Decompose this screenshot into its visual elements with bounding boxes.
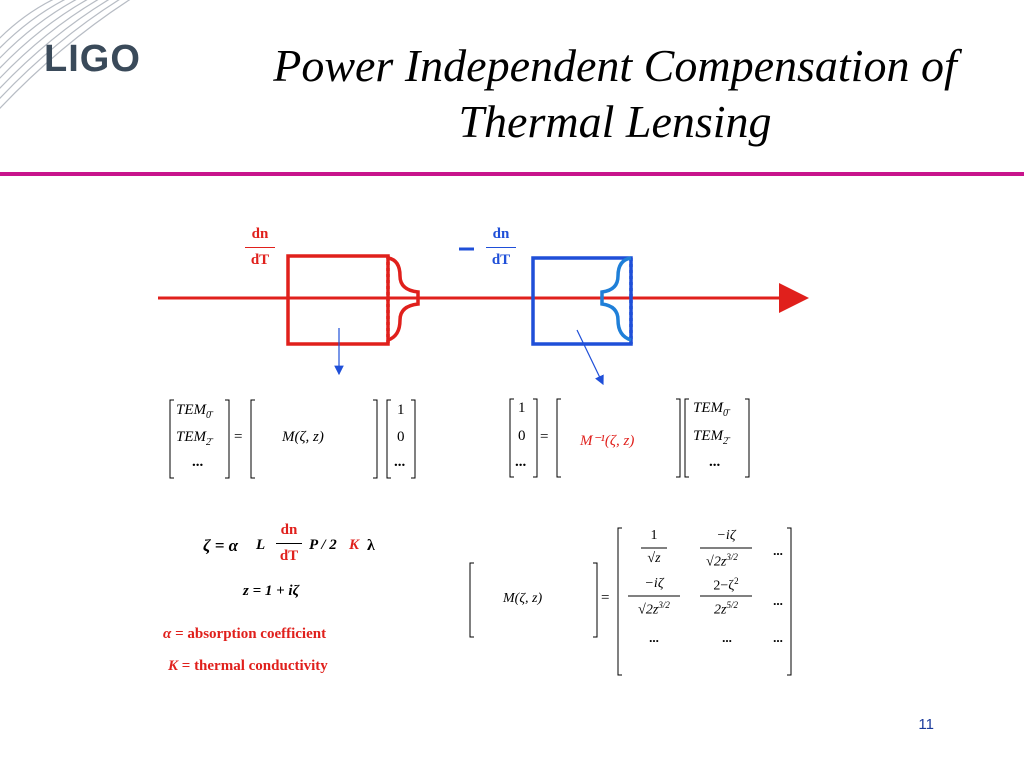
blue-compensation-lens xyxy=(600,256,632,342)
zeta-lambda: λ xyxy=(367,537,375,554)
rhs-ellipsis: ... xyxy=(709,454,721,470)
slide-number: 11 xyxy=(918,716,934,733)
inverse-matrix-label: M⁻¹(ζ, z) xyxy=(580,433,635,449)
blue-dn-dt-fraction: dn dT xyxy=(486,226,516,269)
z-definition: z = 1 + iζ xyxy=(243,583,300,599)
cell-r2c3: ... xyxy=(773,593,783,608)
slide-title: Power Independent Compensation of Therma… xyxy=(215,38,1015,150)
cell-r1c3: ... xyxy=(773,543,783,558)
zeta-dn-dt: dn dT xyxy=(276,522,302,565)
rhs-tem-0: TEM0̄ xyxy=(693,400,728,419)
cell-r3c1: ... xyxy=(649,630,659,645)
rhs-vector-1: 1 xyxy=(397,402,405,418)
cell-r1c1-num: 1 xyxy=(650,528,658,543)
rhs-tem-2: TEM2̄ xyxy=(693,428,728,447)
k-legend: K = thermal conductivity xyxy=(168,658,328,674)
alpha-legend: α = absorption coefficient xyxy=(163,626,327,642)
m-matrix-label: M(ζ, z) xyxy=(503,591,543,606)
lhs-vector-ellipsis: ... xyxy=(515,454,527,470)
blue-fraction-denominator: dT xyxy=(491,252,511,268)
cell-r1c2-den: √2z3/2 xyxy=(706,552,738,570)
rhs-vector-ellipsis: ... xyxy=(394,454,406,470)
zeta-K: K xyxy=(349,537,360,553)
cell-r1c2-num: −iζ xyxy=(716,528,736,543)
lhs-tem-0: TEM0̄ xyxy=(176,402,211,421)
cell-r1c1-den: √z xyxy=(647,551,661,566)
red-optic xyxy=(286,254,390,346)
cell-r2c2-num: 2−ζ2 xyxy=(713,576,739,594)
right-pointer-arrow xyxy=(576,329,604,386)
cell-r2c2-den: 2z5/2 xyxy=(714,600,738,618)
cell-r2c1-den: √2z3/2 xyxy=(638,600,670,618)
red-dn-dt-fraction: dn dT xyxy=(245,226,275,269)
rhs-vector-0: 0 xyxy=(397,429,405,445)
lhs-vector-1: 1 xyxy=(518,400,526,416)
blue-fraction-numerator: dn xyxy=(492,226,510,242)
zeta-lhs: ζ = α xyxy=(203,536,239,555)
title-line-1: Power Independent Compensation of xyxy=(273,40,957,91)
blue-compensator xyxy=(531,256,633,346)
red-fraction-numerator: dn xyxy=(251,226,269,242)
cell-r3c3: ... xyxy=(773,630,783,645)
red-fraction-denominator: dT xyxy=(250,252,270,268)
title-divider xyxy=(0,172,1024,176)
zeta-L: L xyxy=(256,537,266,553)
lhs-ellipsis: ... xyxy=(192,454,204,470)
logo-text: LIGO xyxy=(44,38,141,80)
lhs-tem-2: TEM2̄ xyxy=(176,429,211,448)
right-equals: = xyxy=(540,429,549,445)
cell-r2c1-num: −iζ xyxy=(644,576,664,591)
title-line-2: Thermal Lensing xyxy=(458,96,772,147)
zeta-power-term: P / 2 xyxy=(309,537,337,553)
lhs-vector-0: 0 xyxy=(518,428,526,444)
left-equals: = xyxy=(234,429,243,445)
cell-r3c2: ... xyxy=(722,630,732,645)
left-matrix-label: M(ζ, z) xyxy=(282,429,324,445)
ligo-logo: LIGO xyxy=(0,0,170,120)
red-thermal-lens xyxy=(387,256,420,342)
m-matrix-equals: = xyxy=(601,590,610,606)
